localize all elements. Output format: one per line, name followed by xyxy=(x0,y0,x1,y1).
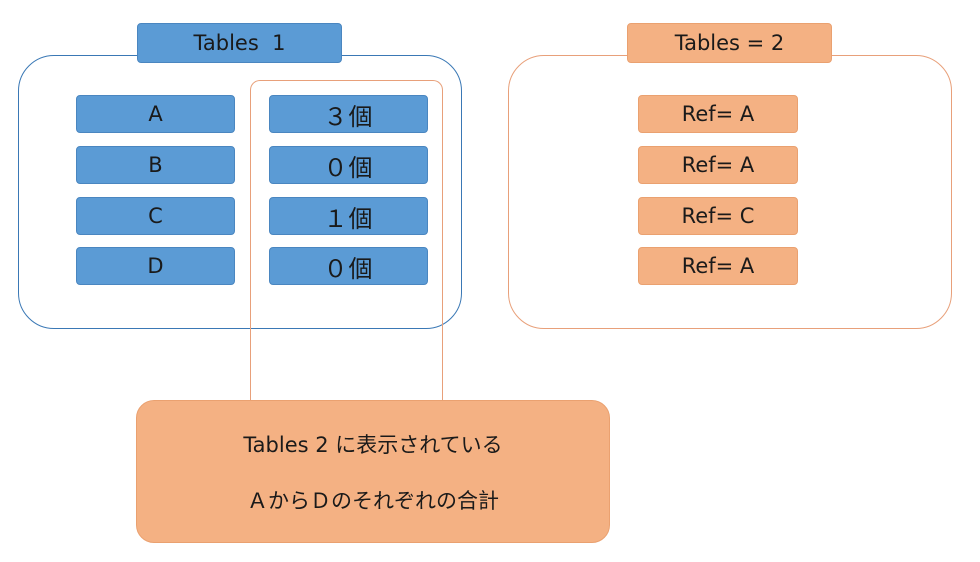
tables1-row-c: C xyxy=(76,197,235,235)
note-line-2: ＡからＤのそれぞれの合計 xyxy=(247,488,499,513)
tables2-ref-3: Ref= C xyxy=(638,197,798,235)
tables2-ref-4: Ref= A xyxy=(638,247,798,285)
tables1-row-d: D xyxy=(76,247,235,285)
tables1-title: Tables 1 xyxy=(137,23,342,63)
tables1-row-b: B xyxy=(76,146,235,184)
tables1-count-b: ０個 xyxy=(269,146,428,184)
tables2-ref-2: Ref= A xyxy=(638,146,798,184)
tables1-count-d: ０個 xyxy=(269,247,428,285)
tables1-count-c: １個 xyxy=(269,197,428,235)
explanation-note: Tables 2 に表示されている ＡからＤのそれぞれの合計 xyxy=(136,400,610,543)
tables2-title: Tables = 2 xyxy=(627,23,832,63)
note-line-1: Tables 2 に表示されている xyxy=(243,432,503,457)
tables1-row-a: A xyxy=(76,95,235,133)
tables2-ref-1: Ref= A xyxy=(638,95,798,133)
tables1-count-a: ３個 xyxy=(269,95,428,133)
